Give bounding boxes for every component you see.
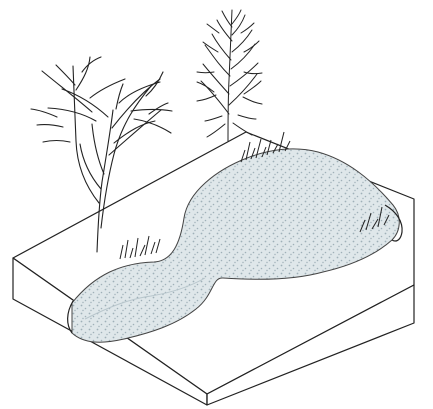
- bare-tree-right: [197, 10, 262, 141]
